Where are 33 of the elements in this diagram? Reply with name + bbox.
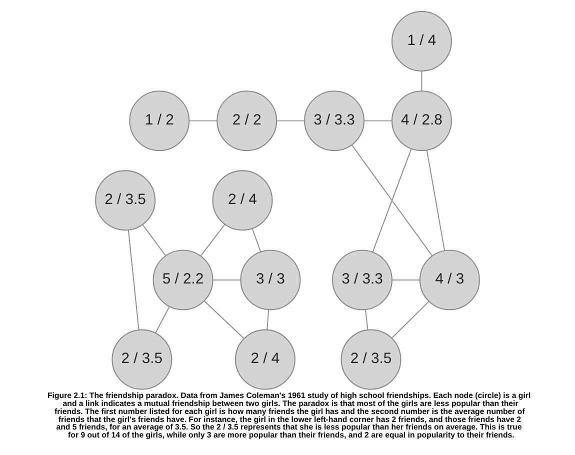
connector bbox=[392, 279, 420, 280]
node-circle: 2 / 2 bbox=[216, 90, 278, 152]
connector bbox=[364, 120, 392, 122]
connector bbox=[155, 306, 170, 334]
connector bbox=[189, 120, 218, 122]
node-circle: 2 / 3.5 bbox=[95, 170, 156, 231]
node-circle: 3 / 3 bbox=[240, 250, 301, 310]
connector bbox=[391, 301, 430, 338]
node-circle: 1 / 4 bbox=[391, 11, 452, 72]
connector bbox=[266, 309, 269, 330]
node-circle: 1 / 2 bbox=[129, 90, 190, 152]
node-circle: 4 / 3 bbox=[419, 250, 480, 310]
connector bbox=[142, 224, 166, 256]
connector bbox=[204, 300, 244, 339]
connector bbox=[200, 224, 226, 256]
node-circle: 4 / 2.8 bbox=[391, 90, 452, 152]
connector bbox=[128, 230, 140, 330]
node-circle: 2 / 4 bbox=[212, 170, 273, 231]
node-circle: 2 / 3.5 bbox=[340, 329, 402, 390]
node-circle: 2 / 3.5 bbox=[112, 329, 172, 390]
node-circle: 5 / 2.2 bbox=[152, 250, 214, 310]
caption: Figure 2.1: The friendship paradox. Data from James Coleman's 1961 study of high school friendships. Each node (circle) is a girl and a link indicates a mutual friendship between two girls. The paradox is that most of the girls are less popular than their friends. The first number listed for each girl is how many friends the girl has and the second number is the average number of friends that the girl's friends have. For instance, the girl in the lower left-hand corner has 2 friends, and those friends have 2 and 5 friends, for an average of 3.5. So the 2 / 3.5 represents that she is less popular than her friends on average. This is true for 9 out of 14 of the girls, while only 3 are more popular than their friends, and 2 are equal in popularity to their friends. bbox=[47, 391, 531, 440]
connector bbox=[421, 70, 422, 92]
connector bbox=[212, 279, 242, 280]
node-circle: 2 / 4 bbox=[234, 329, 296, 390]
connector bbox=[276, 120, 305, 122]
connector bbox=[365, 309, 368, 330]
connector bbox=[252, 228, 262, 252]
connector bbox=[351, 144, 433, 256]
node-circle: 3 / 3.3 bbox=[304, 90, 365, 152]
connector bbox=[426, 150, 445, 252]
connector bbox=[372, 148, 412, 252]
node-circle: 3 / 3.3 bbox=[332, 250, 392, 310]
